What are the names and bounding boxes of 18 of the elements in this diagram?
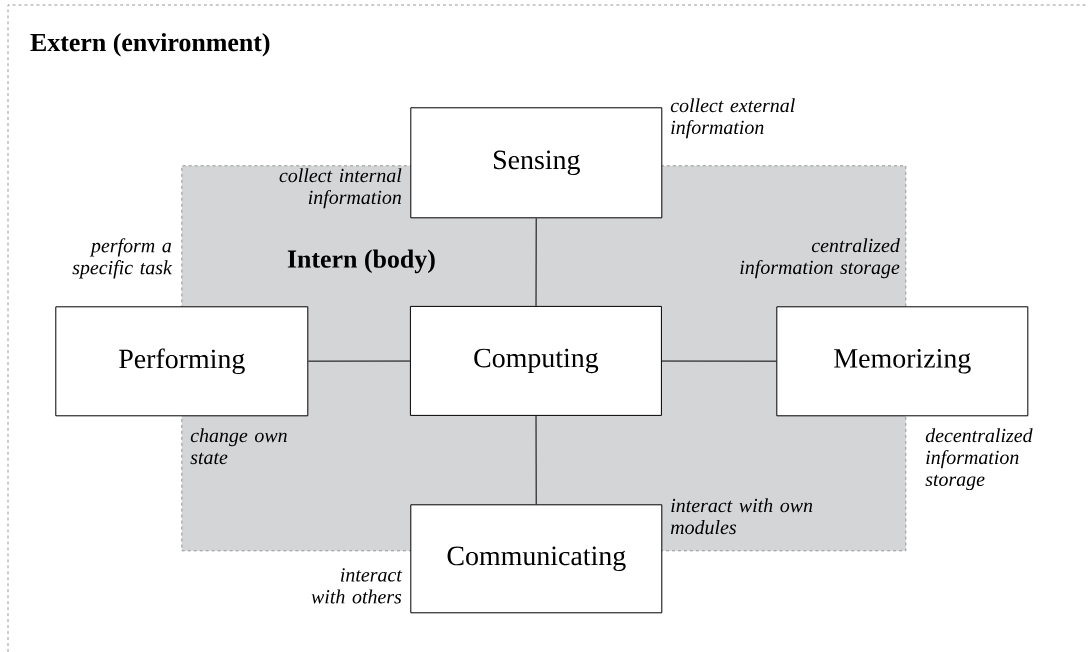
annotation: interact with others — [311, 568, 403, 604]
process-box: Performing — [55, 306, 309, 417]
region-title: Extern (environment) — [30, 33, 270, 57]
annotation: change own state — [190, 428, 287, 465]
annotation: decentralized information storage — [925, 428, 1033, 491]
process-box: Sensing — [410, 107, 663, 219]
connector-line — [307, 360, 411, 362]
annotation: collect internal information — [279, 168, 402, 209]
process-box: Memorizing — [776, 306, 1029, 417]
annotation: perform a specific task — [72, 238, 173, 279]
connector-line — [661, 360, 777, 362]
process-box: Communicating — [410, 504, 663, 614]
process-box: Computing — [409, 305, 662, 416]
connector-line — [535, 415, 537, 505]
connector-line — [535, 217, 537, 307]
annotation: interact with own modules — [670, 498, 813, 535]
annotation: collect external information — [670, 98, 795, 139]
annotation: centralized information storage — [740, 238, 900, 279]
